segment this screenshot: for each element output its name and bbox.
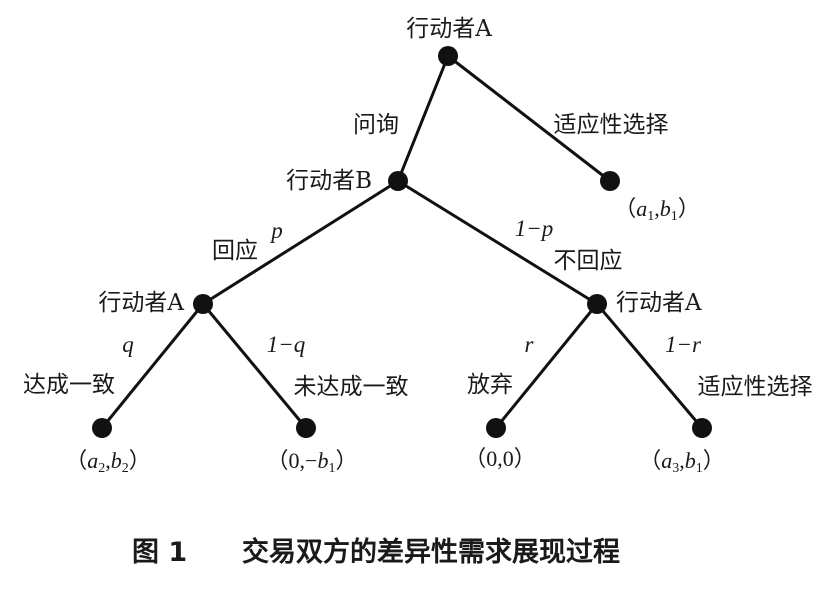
edge-b-to-a-left (202, 179, 399, 306)
node-b (388, 171, 408, 191)
prob-label-1-r: 1−r (665, 332, 702, 357)
edge-a-right-to-leaf5 (595, 303, 704, 429)
prob-label-1-p: 1−p (515, 216, 554, 241)
figure-number: 图 1 (132, 537, 187, 568)
action-label-give-up: 放弃 (467, 372, 513, 398)
node-root (438, 46, 458, 66)
payoff-leaf2: （a2,b2） (65, 448, 151, 476)
node-leaf4 (486, 418, 506, 438)
action-label-adaptive-top: 适应性选择 (554, 112, 669, 138)
payoff-leaf4: （0,0） (464, 446, 536, 471)
prob-label-q: q (122, 332, 134, 357)
action-label-inquiry: 问询 (353, 112, 399, 138)
edge-a-right-to-leaf4 (494, 303, 599, 429)
action-label-no-respond: 不回应 (554, 248, 623, 274)
node-label-a-left: 行动者A (98, 290, 184, 316)
node-leaf1 (600, 171, 620, 191)
node-label-a-right: 行动者A (616, 290, 702, 316)
edge-root-to-b (396, 55, 450, 182)
payoff-leaf3: （0,−b1） (267, 448, 358, 476)
node-leaf3 (296, 418, 316, 438)
action-label-respond: 回应 (212, 238, 258, 264)
action-label-disagree: 未达成一致 (294, 374, 409, 400)
edge-root-to-leaf1 (447, 54, 611, 183)
node-leaf5 (692, 418, 712, 438)
action-label-agree: 达成一致 (23, 372, 115, 398)
node-label-b: 行动者B (286, 168, 372, 194)
prob-label-p: p (269, 218, 283, 243)
prob-label-1-q: 1−q (267, 332, 306, 357)
node-a-left (193, 294, 213, 314)
edge-a-left-to-leaf3 (201, 303, 308, 429)
node-leaf2 (92, 418, 112, 438)
figure-title: 交易双方的差异性需求展现过程 (242, 536, 620, 568)
edge-a-left-to-leaf2 (100, 303, 205, 429)
node-label-root: 行动者A (406, 16, 492, 42)
edge-b-to-a-right (397, 179, 598, 306)
payoff-leaf1: （a1,b1） (614, 196, 700, 224)
tree-edges (100, 54, 704, 429)
node-a-right (587, 294, 607, 314)
tree-nodes (92, 46, 712, 438)
action-label-adaptive-bottom: 适应性选择 (698, 374, 813, 400)
payoff-leaf5: （a3,b1） (639, 448, 725, 476)
prob-label-r: r (525, 332, 535, 357)
